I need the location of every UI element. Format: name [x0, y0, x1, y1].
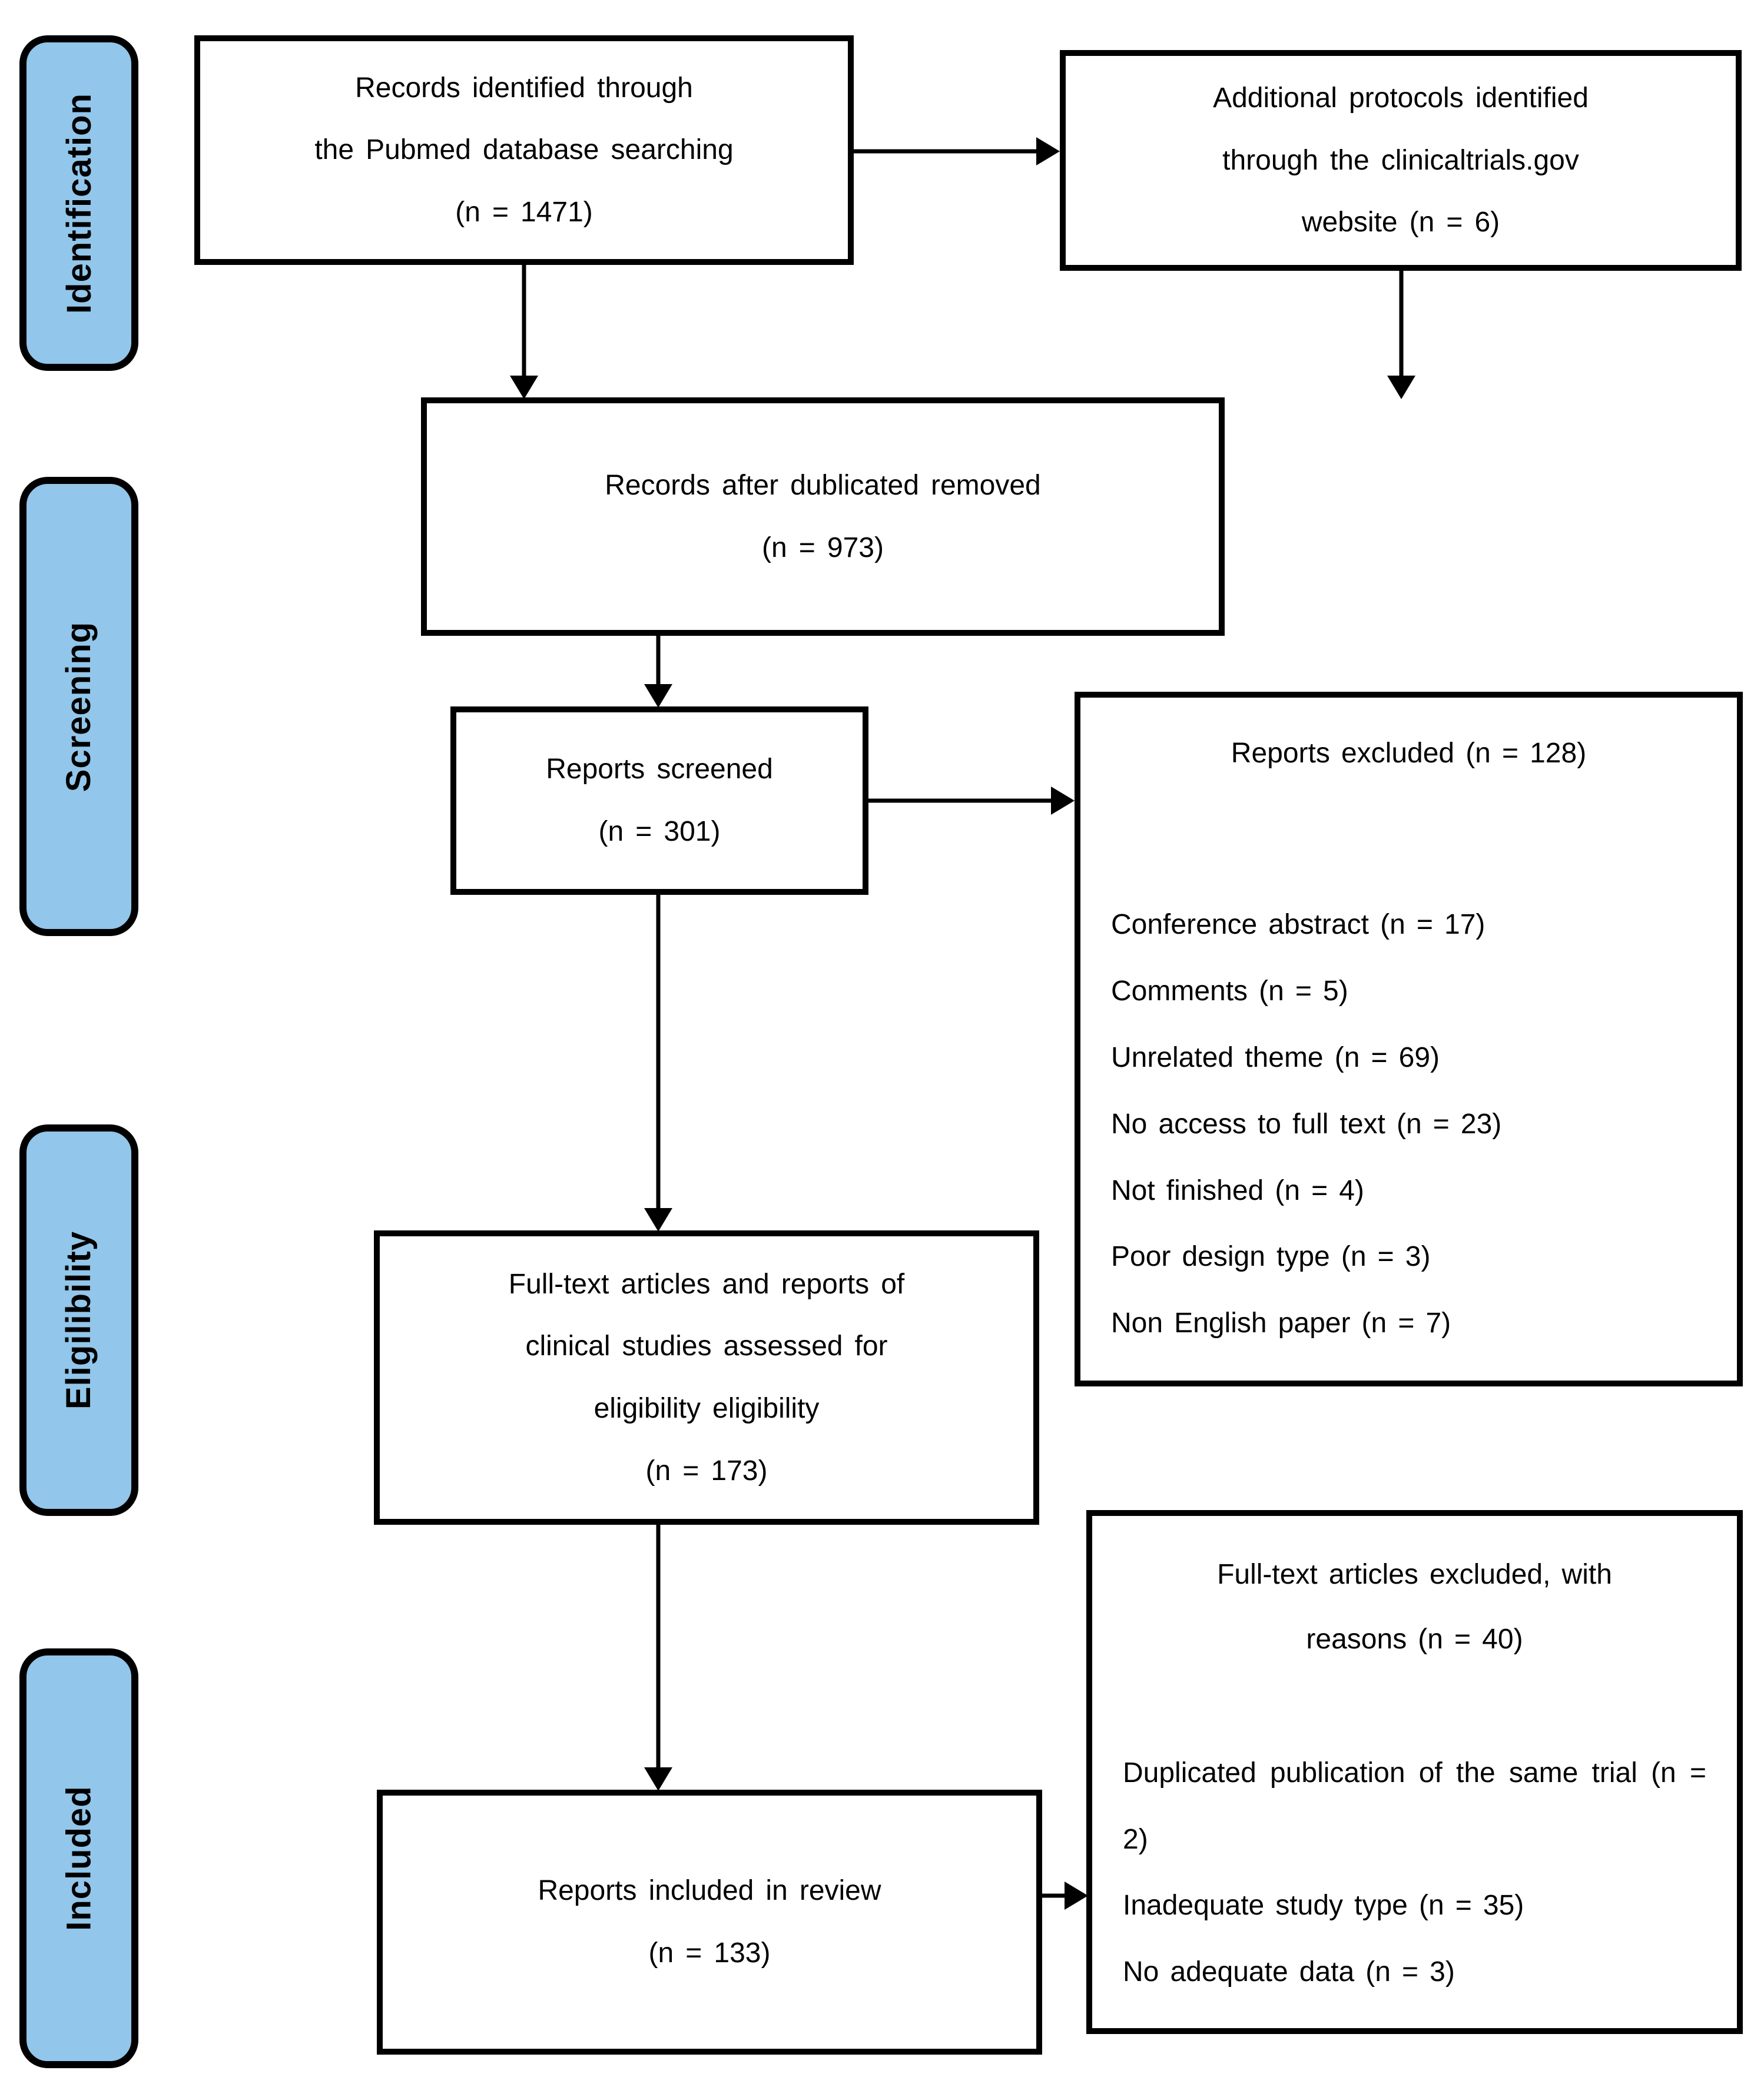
box-after-duplicates-line-1: Records after dublicated removed — [605, 469, 1041, 501]
arrow-additional-to-after-duplicates — [1387, 271, 1415, 399]
box-fulltext-assessed-line-3: eligibility eligibility — [593, 1393, 820, 1424]
ft-excluded-reason-inadequate-study-type: Inadequate study type (n = 35) — [1123, 1890, 1524, 1922]
box-additional-protocols-count: website (n = 6) — [1301, 207, 1500, 238]
arrow-identified-to-additional — [854, 137, 1060, 165]
stage-included-label: Included — [59, 1786, 98, 1931]
box-additional-protocols: Additional protocols identified through … — [1060, 50, 1742, 271]
arrow-shaft — [656, 895, 661, 1209]
box-fulltext-assessed-line-1: Full-text articles and reports of — [508, 1268, 905, 1300]
stage-included: Included — [19, 1648, 138, 2068]
stage-screening: Screening — [19, 477, 138, 936]
box-reports-included-line-1: Reports included in review — [538, 1875, 881, 1907]
arrow-screened-to-fulltext — [644, 895, 672, 1232]
box-after-duplicates-count: (n = 973) — [762, 532, 884, 563]
box-reports-excluded: Reports excluded (n = 128) Conference ab… — [1075, 692, 1743, 1386]
box-fulltext-assessed-line-2: clinical studies assessed for — [525, 1331, 888, 1362]
fulltext-excluded-reason-list: Duplicated publication of the same trial… — [1123, 1740, 1706, 2006]
excluded-reason-comments: Comments (n = 5) — [1111, 976, 1348, 1007]
box-records-after-duplicates-removed: Records after dublicated removed (n = 97… — [421, 397, 1225, 636]
ft-excluded-reason-duplicated-publication: Duplicated publication of the same trial… — [1123, 1757, 1706, 1855]
arrow-shaft — [656, 1525, 661, 1769]
box-additional-protocols-line-2: through the clinicaltrials.gov — [1222, 144, 1579, 176]
arrow-head — [644, 1208, 672, 1232]
arrow-after-duplicates-to-screened — [644, 636, 672, 708]
arrow-shaft — [1042, 1893, 1066, 1898]
arrow-head — [1065, 1882, 1088, 1910]
box-records-identified-count: (n = 1471) — [455, 196, 593, 228]
arrow-shaft — [868, 798, 1052, 803]
arrow-included-to-fulltext-excluded — [1042, 1882, 1088, 1910]
box-reports-excluded-title: Reports excluded (n = 128) — [1231, 738, 1587, 769]
stage-eligibility: Eligilibility — [19, 1124, 138, 1516]
box-fulltext-assessed: Full-text articles and reports of clinic… — [374, 1230, 1039, 1525]
arrow-shaft — [854, 149, 1037, 154]
box-records-identified: Records identified through the Pubmed da… — [194, 35, 854, 265]
arrow-head — [510, 376, 538, 399]
box-reports-screened: Reports screened (n = 301) — [450, 706, 868, 895]
box-fulltext-excluded-title-line-2: reasons (n = 40) — [1306, 1624, 1523, 1655]
excluded-reason-non-english: Non English paper (n = 7) — [1111, 1308, 1451, 1339]
arrow-shaft — [656, 636, 661, 685]
arrow-shaft — [1399, 271, 1404, 377]
arrow-screened-to-excluded — [868, 787, 1075, 815]
stage-screening-label: Screening — [59, 621, 98, 792]
arrow-identified-to-after-duplicates — [510, 265, 538, 399]
stage-identification-label: Identification — [59, 92, 98, 314]
arrow-shaft — [522, 265, 526, 377]
box-records-identified-line-1: Records identified through — [355, 72, 693, 104]
box-reports-included: Reports included in review (n = 133) — [377, 1790, 1042, 2055]
excluded-reason-unrelated-theme: Unrelated theme (n = 69) — [1111, 1041, 1440, 1073]
box-fulltext-excluded-title-line-1: Full-text articles excluded, with — [1217, 1559, 1612, 1590]
excluded-reason-not-finished: Not finished (n = 4) — [1111, 1174, 1364, 1206]
arrow-head — [1387, 376, 1415, 399]
stage-eligibility-label: Eligilibility — [59, 1230, 98, 1410]
arrow-head — [644, 684, 672, 708]
arrow-head — [1051, 787, 1075, 815]
stage-identification: Identification — [19, 35, 138, 371]
box-fulltext-assessed-count: (n = 173) — [645, 1455, 768, 1487]
reports-excluded-reason-list: Conference abstract (n = 17) Comments (n… — [1111, 892, 1706, 1357]
box-reports-screened-line-1: Reports screened — [546, 754, 773, 785]
box-records-identified-line-2: the Pubmed database searching — [314, 134, 734, 166]
box-reports-included-count: (n = 133) — [648, 1937, 771, 1969]
box-additional-protocols-line-1: Additional protocols identified — [1213, 82, 1589, 114]
box-reports-screened-count: (n = 301) — [598, 816, 721, 847]
excluded-reason-conference-abstract: Conference abstract (n = 17) — [1111, 909, 1486, 941]
box-fulltext-excluded: Full-text articles excluded, with reason… — [1086, 1510, 1743, 2034]
arrow-head — [1036, 137, 1060, 165]
excluded-reason-no-access: No access to full text (n = 23) — [1111, 1108, 1502, 1140]
arrow-fulltext-to-included — [644, 1525, 672, 1791]
arrow-head — [644, 1767, 672, 1791]
ft-excluded-reason-no-adequate-data: No adequate data (n = 3) — [1123, 1956, 1455, 1988]
excluded-reason-poor-design: Poor design type (n = 3) — [1111, 1241, 1431, 1273]
